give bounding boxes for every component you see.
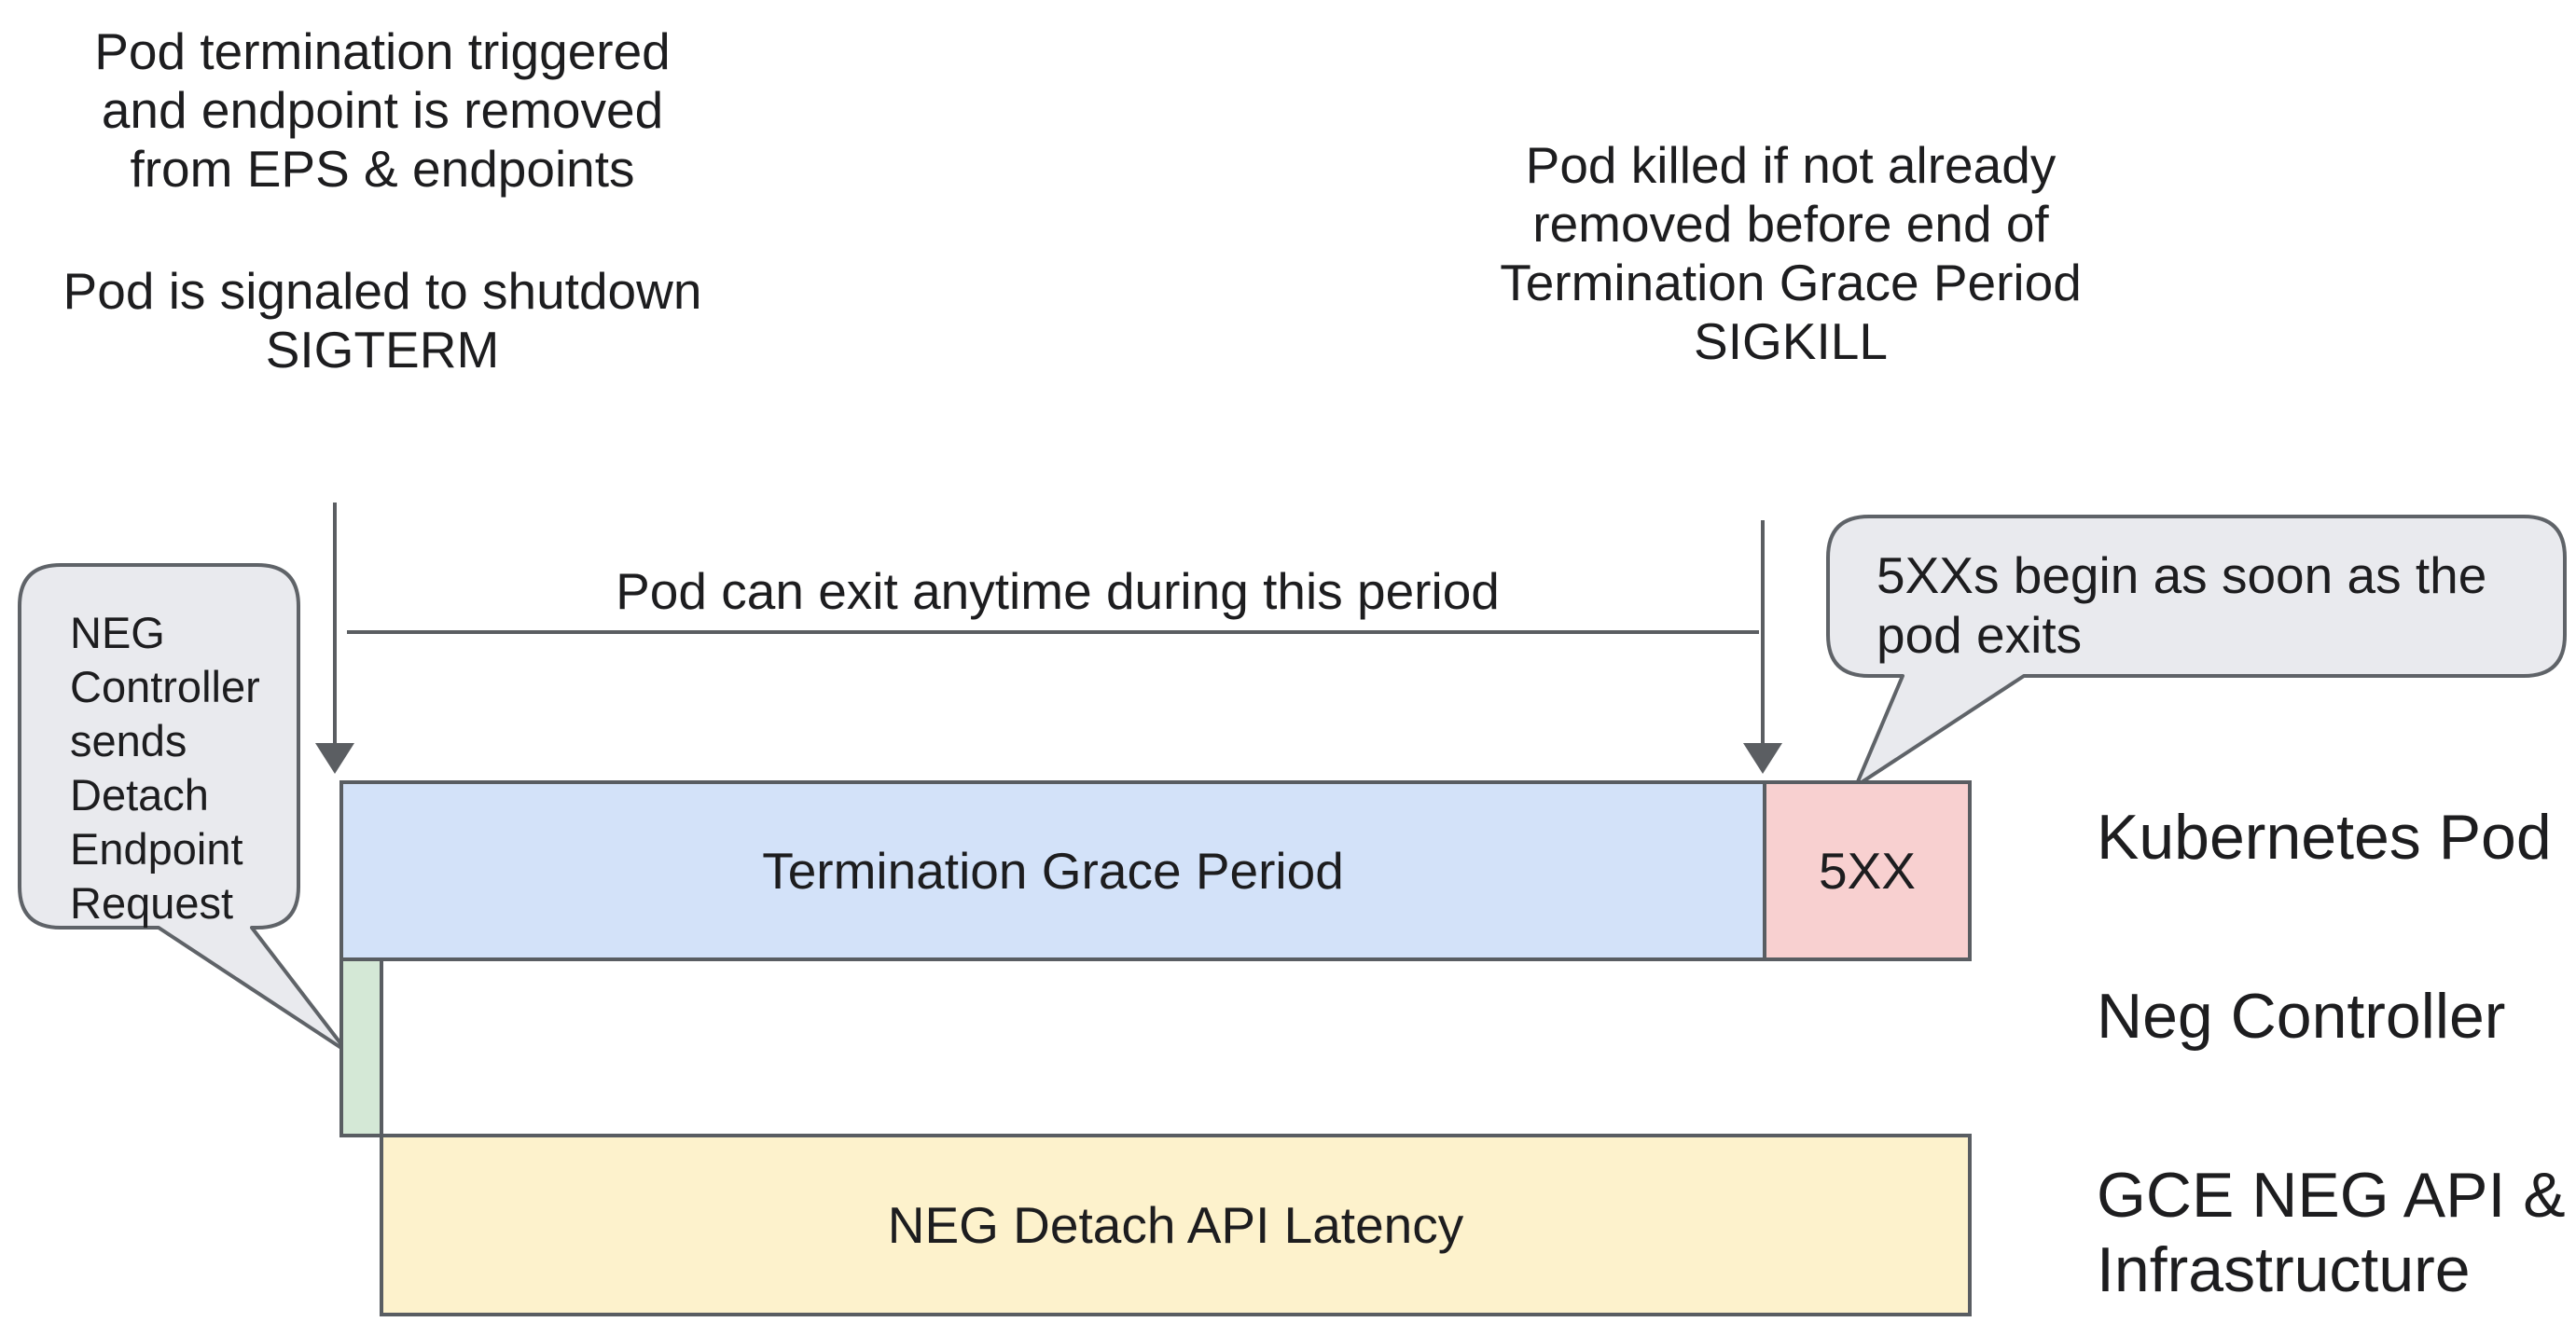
row-label-gce-neg-api: GCE NEG API & Infrastructure bbox=[2097, 1160, 2566, 1305]
annotation-pod-termination: Pod termination triggered and endpoint i… bbox=[56, 22, 709, 379]
annotation-sigkill-text: Pod killed if not already removed before… bbox=[1500, 136, 2082, 370]
speech-bubble-5xx-shape bbox=[1826, 515, 2567, 788]
bar-5xx-label: 5XX bbox=[1819, 842, 1916, 900]
bar-termination-grace-period: Termination Grace Period bbox=[339, 780, 1766, 961]
speech-bubble-5xx bbox=[1826, 515, 2567, 788]
sigterm-arrow-line bbox=[333, 503, 337, 745]
speech-bubble-neg-controller bbox=[18, 563, 349, 1054]
annotation-sigterm-text: Pod is signaled to shutdown SIGTERM bbox=[62, 262, 702, 379]
sigterm-arrowhead-icon bbox=[315, 743, 354, 774]
speech-bubble-neg-controller-shape bbox=[18, 563, 349, 1054]
label-pod-can-exit: Pod can exit anytime during this period bbox=[616, 562, 1500, 620]
bar-5xx: 5XX bbox=[1763, 780, 1972, 961]
bar-neg-detach-request bbox=[339, 957, 383, 1137]
bar-neg-detach-api-latency-label: NEG Detach API Latency bbox=[887, 1196, 1464, 1254]
speech-bubble-neg-controller-text: NEG Controller sends Detach Endpoint Req… bbox=[70, 608, 260, 928]
annotation-pod-termination-text: Pod termination triggered and endpoint i… bbox=[94, 22, 671, 198]
sigkill-arrowhead-icon bbox=[1743, 743, 1782, 774]
bar-termination-grace-period-label: Termination Grace Period bbox=[762, 842, 1344, 900]
sigkill-arrow-line bbox=[1761, 520, 1765, 744]
row-label-neg-controller: Neg Controller bbox=[2097, 981, 2506, 1052]
speech-bubble-5xx-text: 5XXs begin as soon as the pod exits bbox=[1877, 546, 2487, 664]
period-bracket-line bbox=[347, 630, 1759, 634]
bar-neg-detach-api-latency: NEG Detach API Latency bbox=[380, 1134, 1972, 1316]
row-label-kubernetes-pod: Kubernetes Pod bbox=[2097, 802, 2552, 873]
